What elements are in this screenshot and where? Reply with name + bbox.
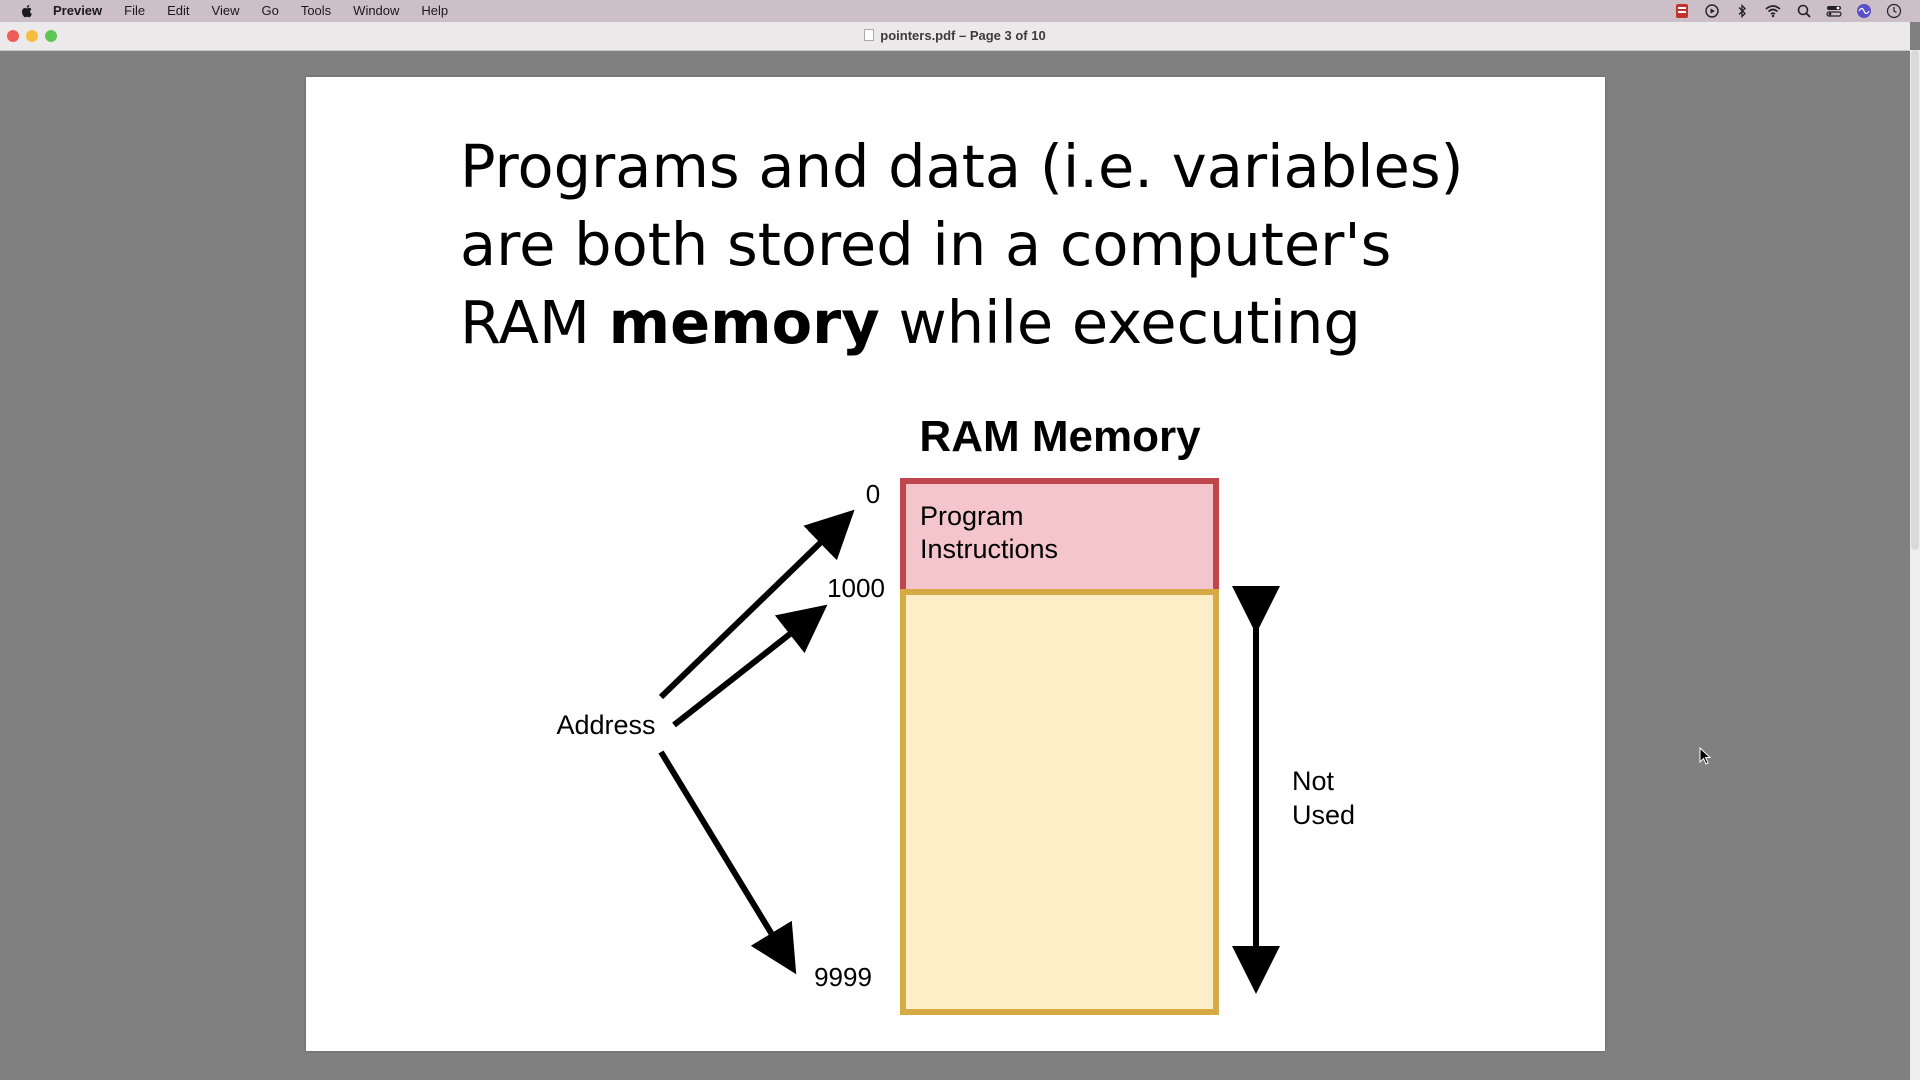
ram-memory-diagram: RAM Memory Program Instructions 0 1000 9… <box>556 412 1355 1015</box>
slide-title-bold-word: memory <box>608 288 880 357</box>
window-titlebar[interactable]: pointers.pdf – Page 3 of 10 <box>0 22 1910 51</box>
menu-go[interactable]: Go <box>261 3 279 18</box>
apple-icon[interactable] <box>19 3 35 19</box>
mouse-cursor-icon <box>1699 747 1712 765</box>
not-used-label-2: Used <box>1292 800 1355 830</box>
program-label-1: Program <box>920 501 1024 531</box>
control-center-icon[interactable] <box>1826 3 1842 19</box>
minimize-window-button[interactable] <box>26 30 38 42</box>
pdf-page: Programs and data (i.e. variables) are b… <box>306 77 1605 1051</box>
status-area <box>1674 0 1902 22</box>
clock-icon[interactable] <box>1886 3 1902 19</box>
screen-record-icon[interactable] <box>1674 3 1690 19</box>
address-label: Address <box>556 710 655 740</box>
free-memory-block <box>900 589 1219 1015</box>
bluetooth-icon[interactable] <box>1734 3 1750 19</box>
arrow-to-address-1000 <box>672 604 828 728</box>
arrow-to-address-0 <box>658 509 855 700</box>
menu-edit[interactable]: Edit <box>167 3 190 18</box>
address-1000-label: 1000 <box>827 573 885 603</box>
menu-help[interactable]: Help <box>421 3 449 18</box>
scrollbar-thumb[interactable] <box>1911 50 1919 550</box>
scrollbar-track[interactable] <box>1910 50 1920 1080</box>
slide-title-line-3-pre: RAM <box>460 288 609 357</box>
not-used-label-1: Not <box>1292 766 1335 796</box>
program-label-2: Instructions <box>920 534 1058 564</box>
document-icon <box>864 29 875 41</box>
window-title-text: pointers.pdf – Page 3 of 10 <box>880 28 1046 43</box>
menu-window[interactable]: Window <box>353 3 400 18</box>
slide-title: Programs and data (i.e. variables) are b… <box>460 128 1510 362</box>
window-title: pointers.pdf – Page 3 of 10 <box>0 22 1910 50</box>
spotlight-icon[interactable] <box>1796 3 1812 19</box>
menu-tools[interactable]: Tools <box>300 3 332 18</box>
play-icon[interactable] <box>1704 3 1720 19</box>
arrow-to-address-9999 <box>658 750 797 975</box>
slide-title-line-3-post: while executing <box>879 288 1361 357</box>
wifi-icon[interactable] <box>1764 3 1782 19</box>
close-window-button[interactable] <box>7 30 19 42</box>
diagram-heading: RAM Memory <box>919 412 1201 461</box>
menu-bar: Preview File Edit View Go Tools Window H… <box>0 0 1920 22</box>
address-9999-label: 9999 <box>814 962 872 992</box>
menu-file[interactable]: File <box>124 3 146 18</box>
menu-view[interactable]: View <box>211 3 240 18</box>
menu-app-preview[interactable]: Preview <box>53 3 103 18</box>
slide-title-line-1: Programs and data (i.e. variables) <box>460 132 1464 201</box>
slide-title-line-2: are both stored in a computer's <box>460 210 1392 279</box>
siri-icon[interactable] <box>1856 3 1872 19</box>
zoom-window-button[interactable] <box>45 30 57 42</box>
address-0-label: 0 <box>866 479 880 509</box>
